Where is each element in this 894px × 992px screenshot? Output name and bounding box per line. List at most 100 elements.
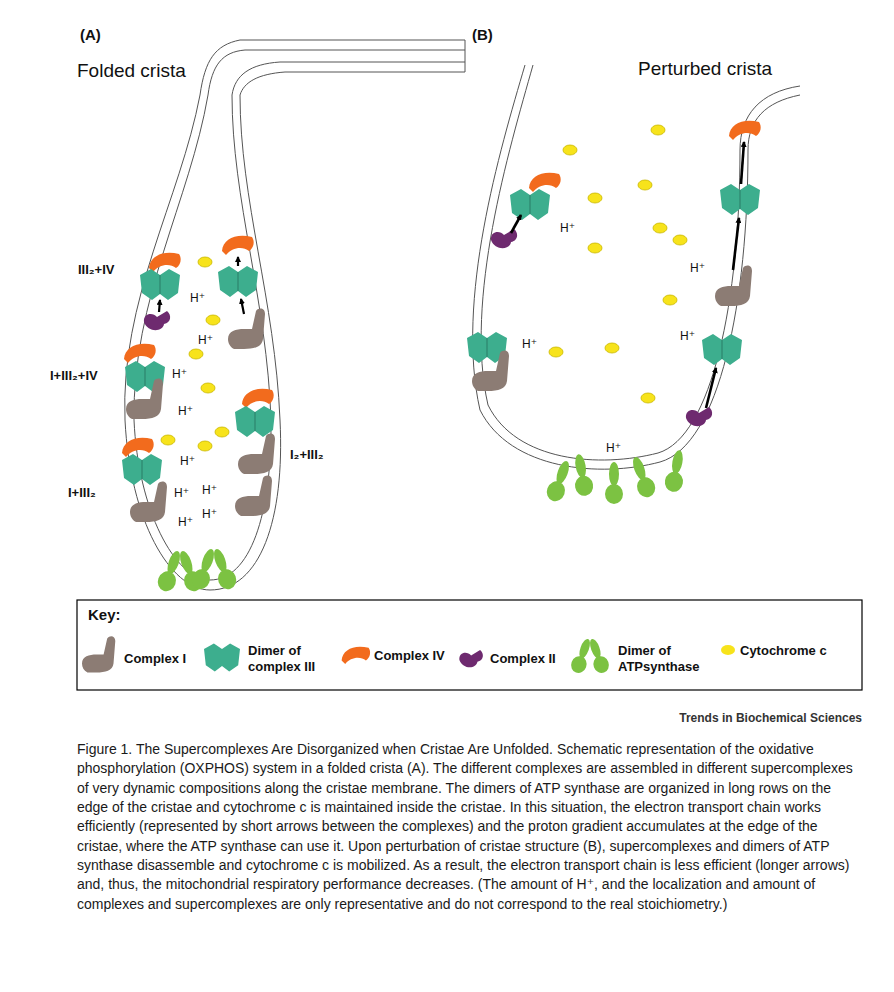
atp-synthase [627, 454, 658, 500]
crista-membrane [208, 50, 465, 95]
complexes [467, 121, 761, 504]
proton-label: H⁺ [680, 330, 695, 344]
electron-arrows [159, 257, 244, 314]
panel-title: Perturbed crista [638, 58, 772, 80]
legend-swatch [75, 635, 125, 685]
electron-arrows [241, 299, 244, 314]
complex-i [235, 476, 272, 516]
legend-swatch-part [721, 645, 735, 655]
cytochrome-c [563, 145, 577, 155]
panel-letter: (A) [80, 26, 101, 43]
cytochrome-c [189, 349, 203, 359]
complex-iv [729, 121, 761, 140]
complex-i [130, 482, 167, 522]
proton-label: H⁺ [178, 405, 193, 419]
key-box [77, 600, 862, 690]
legend-swatch-shape [459, 650, 483, 667]
complex-iv [242, 389, 274, 408]
journal-name: Trends in Biochemical Sciences [679, 712, 862, 726]
supercomplex-label: I+III₂+IV [50, 369, 98, 384]
complexes [122, 236, 275, 594]
legend-text: Complex II [490, 651, 556, 667]
complex-iv [122, 438, 154, 457]
complex-iv [529, 173, 561, 192]
supercomplex-label: I₂+III₂ [290, 448, 324, 463]
crista-membrane [473, 65, 800, 469]
supercomplex-label: III₂+IV [78, 263, 115, 278]
cytochrome-c [161, 435, 175, 445]
cytochrome-c [653, 223, 667, 233]
crista-membrane [232, 62, 465, 95]
electron-arrows [706, 368, 716, 408]
complex-iii [140, 269, 180, 300]
complex-iii [510, 189, 550, 220]
cytochrome-c [663, 295, 677, 305]
legend-swatch-part [585, 636, 612, 675]
proton-label: H⁺ [522, 338, 537, 352]
complex-iii [235, 406, 275, 437]
cytochrome-c [638, 180, 652, 190]
legend-title: Key: [88, 606, 121, 623]
complex-iii [218, 266, 258, 297]
legend-text: Dimer of complex III [248, 643, 338, 674]
cytochrome-c [588, 243, 602, 253]
cytochrome-c [605, 343, 619, 353]
complex-i [472, 351, 509, 391]
atp-synthase-dimer [189, 546, 239, 592]
figure-caption: Figure 1. The Supercomplexes Are Disorga… [77, 740, 862, 914]
crista-membrane [240, 72, 465, 95]
legend-text: Complex IV [374, 648, 445, 664]
electron-arrows [237, 257, 239, 266]
proton-label: H⁺ [202, 508, 217, 522]
complex-iv [149, 253, 181, 272]
electron-arrows [741, 142, 744, 184]
cytochrome-c [198, 441, 212, 451]
legend-swatch-shape [342, 647, 371, 664]
cytochrome-c [651, 125, 665, 135]
complex-i [126, 379, 163, 419]
atp-synthase [570, 453, 595, 497]
cytochrome-c [673, 235, 687, 245]
legend-text: Dimer of ATPsynthase [618, 643, 718, 674]
proton-label: H⁺ [202, 484, 217, 498]
atp-synthase [605, 462, 623, 504]
cytochrome-c [201, 383, 215, 393]
proton-label: H⁺ [180, 455, 195, 469]
complex-iii [720, 184, 760, 215]
legend-swatch-shape [204, 644, 240, 672]
proton-label: H⁺ [172, 368, 187, 382]
legend-swatch-shape [569, 636, 611, 675]
crista-membrane [125, 40, 465, 590]
panel-title: Folded crista [77, 60, 186, 82]
cytochrome-c [549, 125, 687, 403]
cytochrome-c [549, 347, 563, 357]
legend-text: Complex I [124, 651, 186, 667]
legend-text: Cytochrome c [740, 643, 827, 659]
legend-swatch [331, 630, 381, 680]
complex-ii [144, 311, 170, 330]
cytochrome-c [215, 427, 229, 437]
electron-arrows [733, 218, 739, 270]
complex-i [228, 309, 265, 349]
supercomplex-label: I+III₂ [68, 486, 96, 501]
complex-ii [491, 229, 517, 248]
atp-synthase [663, 449, 688, 493]
panel-letter: (B) [472, 26, 493, 43]
proton-label: H⁺ [198, 334, 213, 348]
proton-label: H⁺ [174, 487, 189, 501]
complex-iii [702, 334, 742, 365]
cytochrome-c [206, 315, 220, 325]
crista-membrane [465, 40, 466, 72]
legend-swatch-part [82, 636, 115, 672]
legend-swatch-shape [721, 645, 735, 655]
cytochrome-c [641, 393, 655, 403]
proton-label: H⁺ [178, 516, 193, 530]
legend-swatch-part [459, 650, 483, 667]
legend-swatch [565, 630, 615, 680]
legend-swatch-part [204, 644, 240, 672]
legend-swatch [447, 635, 497, 685]
proton-label: H⁺ [560, 222, 575, 236]
electron-arrows [511, 142, 744, 408]
cytochrome-c [198, 257, 212, 267]
